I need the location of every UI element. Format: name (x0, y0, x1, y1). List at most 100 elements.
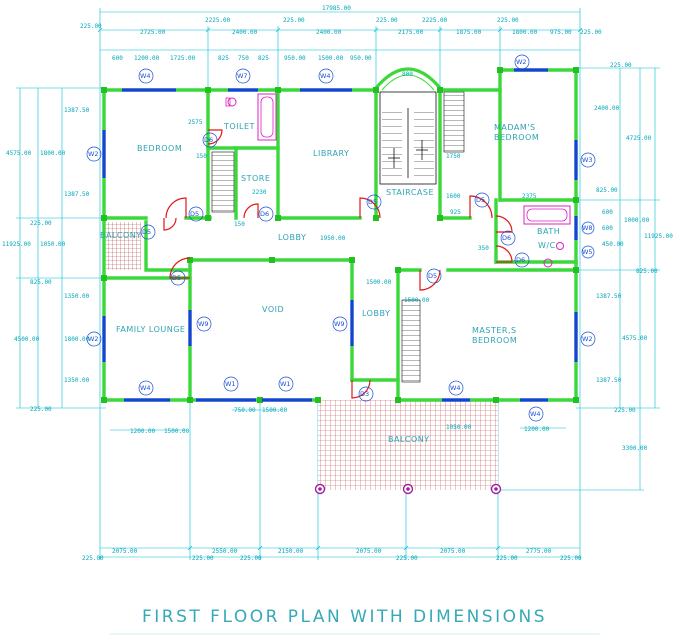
room-label-madam: MADAM'S (494, 123, 536, 132)
dim-b11: 225.00 (240, 555, 262, 562)
balcony-posts (314, 483, 502, 495)
tag-d6-d: D6 (516, 256, 525, 264)
dim-l9: 1350.00 (64, 293, 90, 300)
dim-t5: 225.00 (376, 17, 398, 24)
tag-w2-left: W2 (88, 150, 99, 158)
tag-d5-c: D5 (476, 196, 485, 204)
room-label-madam-bedroom: BEDROOM (494, 133, 539, 142)
room-label-library: LIBRARY (313, 149, 349, 158)
dim-t3: 225.00 (580, 29, 602, 36)
dim-r2: 2400.00 (594, 105, 620, 112)
main-staircase (374, 67, 442, 185)
dim-i7: 800 (402, 71, 413, 78)
dim-b8: 225.00 (496, 555, 518, 562)
tag-w2-left2: W2 (88, 335, 99, 343)
dim-t14: 975.00 (550, 29, 572, 36)
dim-l10: 4500.00 (14, 336, 40, 343)
dim-l7: 11925.00 (2, 241, 31, 248)
dim-b7: 2075.00 (440, 548, 466, 555)
dim-i8: 1750 (446, 153, 461, 160)
small-balcony-tiles (103, 222, 141, 270)
dim-i13: 750.00 (234, 407, 256, 414)
room-label-master: MASTER,S (472, 326, 517, 335)
dim-l5: 225.00 (30, 220, 52, 227)
tag-w5: W5 (582, 248, 593, 256)
dim-t6: 2225.00 (422, 17, 448, 24)
dim-i10: 925 (450, 209, 461, 216)
dim-r5: 600 (602, 209, 613, 216)
dim-t12: 1875.00 (456, 29, 482, 36)
dim-u9: 950.00 (350, 55, 372, 62)
balcony-tiles (318, 400, 498, 490)
dim-b1: 2075.00 (112, 548, 138, 555)
tag-w4-e: W4 (530, 410, 541, 418)
dimension-lines (16, 8, 660, 560)
dim-b2: 225.00 (192, 555, 214, 562)
dim-l13: 225.00 (30, 406, 52, 413)
dim-i2: 150 (196, 153, 207, 160)
room-label-staircase: STAIRCASE (386, 188, 434, 197)
windows (102, 68, 578, 402)
dim-i15: 1200.00 (130, 428, 156, 435)
dim-u2: 1200.00 (134, 55, 160, 62)
dim-i3: 2230 (252, 189, 267, 196)
dim-r4: 825.00 (596, 187, 618, 194)
dim-r12: 4575.00 (622, 335, 648, 342)
room-label-store: STORE (241, 174, 270, 183)
tag-d5-d: D5 (142, 228, 151, 236)
dimension-text: 17985.00 225.00 2225.00 225.00 225.00 22… (2, 5, 673, 562)
dim-i9: 1600 (446, 193, 461, 200)
dim-overall-top: 17985.00 (322, 5, 351, 12)
tag-d5-a: D5 (190, 210, 199, 218)
dim-t8: 2725.00 (140, 29, 166, 36)
tag-w9-a: W9 (198, 320, 209, 328)
dim-r8: 11925.00 (644, 233, 673, 240)
tag-d5-f: D5 (428, 272, 437, 280)
dim-i17: 1050.00 (446, 424, 472, 431)
dim-b12: 225.00 (82, 555, 104, 562)
tag-w9-b: W9 (334, 320, 345, 328)
room-labels: BEDROOM TOILET STORE LIBRARY STAIRCASE M… (100, 122, 560, 444)
tag-d5-e: D5 (172, 274, 181, 282)
dim-r7: 600 (602, 225, 613, 232)
dim-r13: 1387.50 (596, 377, 622, 384)
dim-u6: 825 (258, 55, 269, 62)
dim-b6: 225.00 (396, 555, 418, 562)
dim-r3: 4725.00 (626, 135, 652, 142)
dim-b4: 2150.00 (278, 548, 304, 555)
element-tags: W4 W7 W4 W2 W2 W2 W3 W2 W8 W5 W9 W9 W1 W… (86, 54, 596, 422)
dim-t10: 2400.00 (316, 29, 342, 36)
dim-i14: 1500.00 (262, 407, 288, 414)
tag-d3: D3 (360, 390, 369, 398)
tag-w8: W8 (582, 224, 593, 232)
dim-t2: 2225.00 (205, 17, 231, 24)
room-label-balcony-small: BALCONY (100, 231, 142, 240)
dimension-ticks (97, 27, 583, 551)
dim-t4: 225.00 (283, 17, 305, 24)
room-label-family-lounge: FAMILY LOUNGE (116, 325, 186, 334)
room-label-toilet: TOILET (223, 122, 255, 131)
room-label-bedroom: BEDROOM (137, 144, 182, 153)
dim-b5: 2075.00 (356, 548, 382, 555)
columns (101, 67, 579, 403)
tag-d5-b: D5 (368, 198, 377, 206)
dim-i1: 2575 (188, 119, 203, 126)
dim-i4: 150 (234, 221, 245, 228)
dim-i12: 350 (478, 245, 489, 252)
dim-t11: 2175.00 (398, 29, 424, 36)
tag-w7: W7 (237, 72, 248, 80)
dim-b3: 2550.00 (212, 548, 238, 555)
dim-u8: 1500.00 (318, 55, 344, 62)
secondary-stair-top (443, 91, 465, 153)
dim-r10: 825.00 (636, 268, 658, 275)
room-label-void: VOID (262, 305, 284, 314)
room-label-lobby-top: LOBBY (278, 233, 306, 242)
dim-t13: 1800.00 (512, 29, 538, 36)
dim-l4: 1387.50 (64, 191, 90, 198)
dim-r9: 450.00 (602, 241, 624, 248)
tag-w4-d: W4 (450, 384, 461, 392)
dim-i18: 1200.00 (524, 426, 550, 433)
dim-t9: 2400.00 (232, 29, 258, 36)
dim-l8: 825.00 (30, 279, 52, 286)
